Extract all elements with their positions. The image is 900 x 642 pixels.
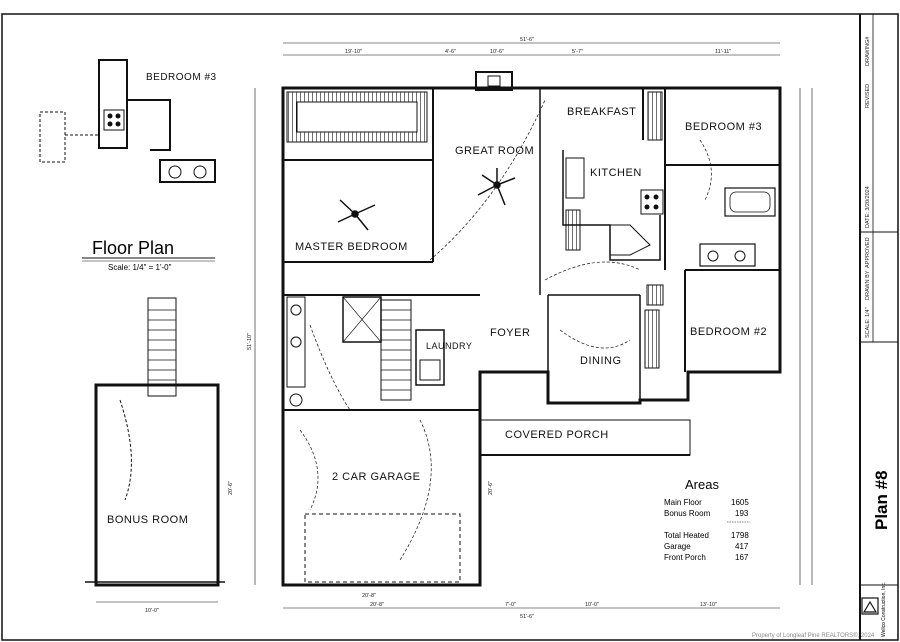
dim-bottom-1: 20'-8": [370, 602, 384, 608]
dim-bottom-2: 7'-0": [505, 602, 516, 608]
area-value-main-floor: 1605: [731, 498, 749, 507]
ceiling-fan-icon: [337, 199, 376, 231]
bedroom3-label: BEDROOM #3: [685, 121, 762, 133]
company-logo: Wellco Construction, Inc.: [861, 582, 887, 637]
inset-label: BEDROOM #3: [146, 72, 217, 83]
garage-depth-dim: 20'-6": [488, 481, 494, 495]
area-value-total-heated: 1798: [731, 531, 749, 540]
covered-porch-label: COVERED PORCH: [505, 429, 609, 441]
laundry-label: LAUNDRY: [426, 341, 472, 351]
garage-width-dim: 20'-8": [362, 593, 376, 599]
area-value-garage: 417: [735, 542, 749, 551]
area-label-front-porch: Front Porch: [664, 553, 706, 562]
title-date: DATE: 3/20/2024: [865, 186, 871, 228]
dining-label: DINING: [580, 355, 622, 367]
watermark: Property of Longleaf Pine REALTORS®, 202…: [752, 632, 875, 639]
areas-table: Areas Main Floor 1605 Bonus Room 193 Tot…: [664, 477, 750, 562]
dim-top-1: 19'-10": [345, 49, 362, 55]
dim-top-4: 5'-7": [572, 49, 583, 55]
main-floor-plan: 51'-6" 19'-10" 4'-6" 10'-6" 5'-7" 11'-11…: [247, 37, 813, 620]
title-drawing: DRAWING#: [865, 36, 871, 66]
inset-detail: BEDROOM #3: [39, 59, 217, 183]
area-label-total-heated: Total Heated: [664, 531, 709, 540]
bonus-width-dim: 10'-0": [145, 608, 159, 614]
bedroom2-label: BEDROOM #2: [690, 326, 767, 338]
great-room-label: GREAT ROOM: [455, 145, 534, 157]
plan-scale: Scale: 1/4" = 1'-0": [108, 263, 172, 272]
dim-bottom-4: 13'-10": [700, 602, 717, 608]
area-label-bonus-room: Bonus Room: [664, 509, 711, 518]
kitchen-label: KITCHEN: [590, 167, 642, 179]
title-scale: SCALE: 1/4": [865, 307, 871, 338]
foyer-label: FOYER: [490, 327, 530, 339]
dim-bottom-3: 10'-0": [585, 602, 599, 608]
master-bedroom-label: MASTER BEDROOM: [295, 241, 408, 253]
sheet-border: [1, 13, 899, 641]
bonus-room: BONUS ROOM 10'-0" 20'-6": [85, 297, 234, 614]
areas-heading: Areas: [685, 477, 719, 492]
title-revised: REVISED: [865, 84, 871, 108]
dim-overall-bottom: 51'-6": [520, 614, 534, 620]
bonus-height-dim: 20'-6": [228, 481, 234, 495]
company-name: Wellco Construction, Inc.: [881, 582, 887, 637]
dim-top-5: 11'-11": [715, 49, 731, 55]
area-value-front-porch: 167: [735, 553, 749, 562]
dim-overall-top: 51'-6": [520, 37, 534, 43]
bonus-room-label: BONUS ROOM: [107, 514, 188, 526]
breakfast-label: BREAKFAST: [567, 106, 636, 118]
dim-top-3: 10'-6": [490, 49, 504, 55]
plan-number: Plan #8: [872, 470, 891, 530]
plan-title: Floor Plan: [92, 238, 174, 258]
area-label-main-floor: Main Floor: [664, 498, 702, 507]
plan-title-group: Floor Plan Scale: 1/4" = 1'-0": [82, 238, 215, 272]
area-label-garage: Garage: [664, 542, 691, 551]
title-block: DATE: 3/20/2024 REVISED DRAWING# SCALE: …: [859, 14, 898, 640]
dim-top-2: 4'-6": [445, 49, 456, 55]
area-value-bonus-room: 193: [735, 509, 749, 518]
garage-label: 2 CAR GARAGE: [332, 471, 421, 483]
title-drawn-by: DRAWN BY: [865, 270, 871, 300]
title-approved: APPROVED: [865, 237, 871, 268]
ceiling-fan-icon: [477, 168, 516, 206]
dim-left-total: 51'-10": [247, 333, 253, 350]
